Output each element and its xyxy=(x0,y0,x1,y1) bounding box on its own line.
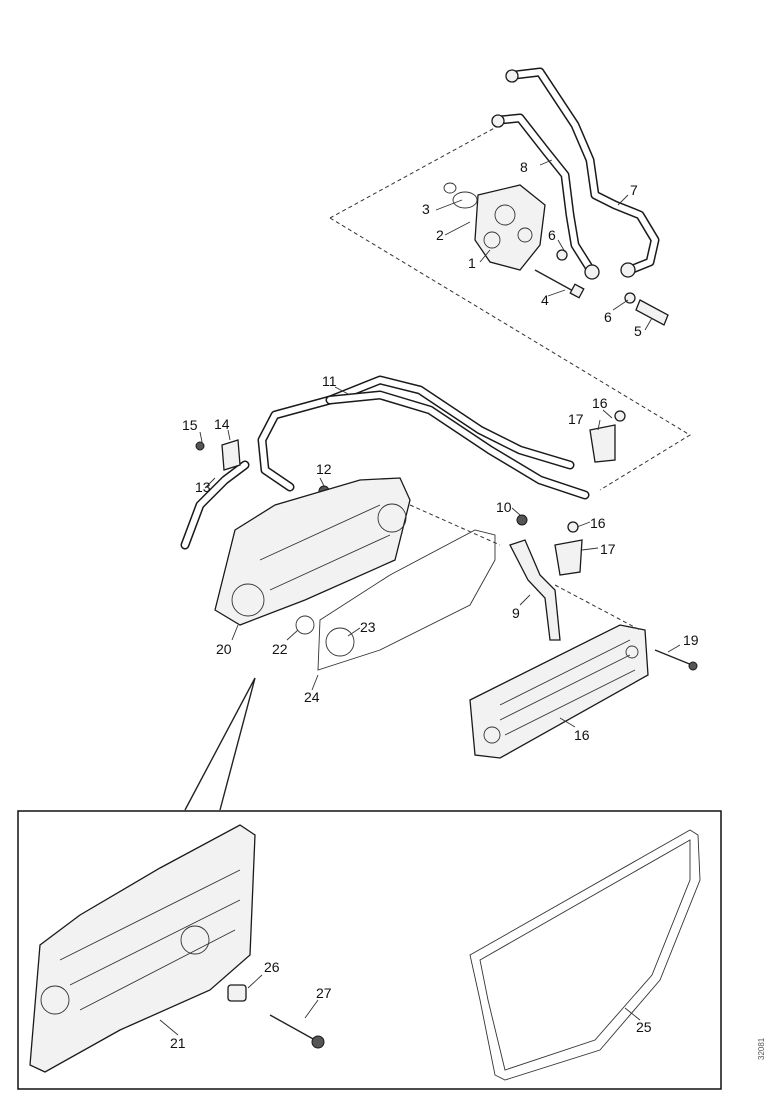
callout-2: 2 xyxy=(436,227,444,243)
bracket-9 xyxy=(509,539,561,641)
bolt-19 xyxy=(654,649,693,666)
callout-20: 20 xyxy=(216,641,232,657)
gasket-24 xyxy=(317,529,496,671)
spacer-26 xyxy=(227,984,247,1002)
callout-7: 7 xyxy=(630,182,638,198)
callout-8: 8 xyxy=(520,159,528,175)
callout-6b: 6 xyxy=(604,309,612,325)
clamp-17-lower xyxy=(554,539,583,576)
nut-16-upper xyxy=(614,410,626,422)
bracket-14 xyxy=(221,439,241,471)
callout-26: 26 xyxy=(264,959,280,975)
callout-17b: 17 xyxy=(600,541,616,557)
callout-labels: 1 2 3 4 5 6 6 7 8 9 10 11 12 13 14 15 16… xyxy=(170,159,699,1051)
oil-cooler xyxy=(469,624,649,759)
banjo-bolt-5 xyxy=(635,299,669,326)
callout-22: 22 xyxy=(272,641,288,657)
callout-1: 1 xyxy=(468,255,476,271)
housing-1 xyxy=(474,184,546,271)
callout-23: 23 xyxy=(360,619,376,635)
callout-16a: 16 xyxy=(592,395,608,411)
callout-16c: 16 xyxy=(574,727,590,743)
callout-13: 13 xyxy=(195,479,211,495)
clamp-17-upper xyxy=(589,424,616,463)
bolt-4 xyxy=(534,269,576,293)
reference-code: 32081 xyxy=(757,1037,766,1060)
callout-14: 14 xyxy=(214,416,230,432)
oring-3 xyxy=(443,182,457,194)
bolt-10 xyxy=(516,514,528,526)
gasket-2 xyxy=(452,191,478,209)
cover-20 xyxy=(214,477,411,626)
callout-27: 27 xyxy=(316,985,332,1001)
seal-23 xyxy=(325,627,355,657)
callout-11: 11 xyxy=(322,373,337,389)
callout-16b: 16 xyxy=(590,515,606,531)
callout-6a: 6 xyxy=(548,227,556,243)
callout-15: 15 xyxy=(182,417,198,433)
callout-25: 25 xyxy=(636,1019,652,1035)
callout-17a: 17 xyxy=(568,411,584,427)
callout-4: 4 xyxy=(541,292,549,308)
callout-21: 21 xyxy=(170,1035,186,1051)
inset-assembly xyxy=(29,824,701,1081)
callout-24: 24 xyxy=(304,689,320,705)
bolt-15 xyxy=(195,441,205,451)
callout-19: 19 xyxy=(683,632,699,648)
callout-12: 12 xyxy=(316,461,332,477)
nut-16-lower xyxy=(567,521,579,533)
upper-assembly xyxy=(329,67,691,491)
detail-inset-frame xyxy=(17,810,722,1090)
callout-10: 10 xyxy=(496,499,512,515)
washer-6-upper xyxy=(556,249,568,261)
callout-9: 9 xyxy=(512,605,520,621)
bolt-27 xyxy=(269,1014,316,1041)
middle-assembly xyxy=(180,375,698,811)
gasket-25 xyxy=(469,829,701,1081)
callout-3: 3 xyxy=(422,201,430,217)
callout-5: 5 xyxy=(634,323,642,339)
enclosure-dashed-outline xyxy=(329,124,691,491)
oring-22 xyxy=(295,615,315,635)
